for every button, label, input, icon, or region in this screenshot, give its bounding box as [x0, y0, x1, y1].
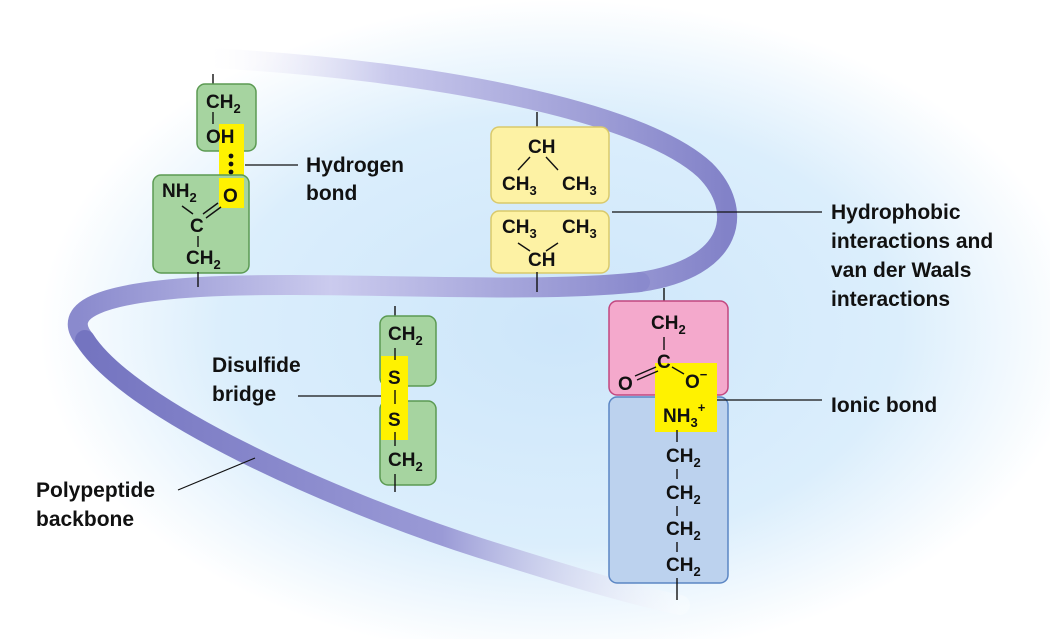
ch3-label: CH3 — [502, 217, 537, 241]
backbone-upper-segment — [200, 48, 738, 292]
ch2-label: CH2 — [388, 450, 423, 474]
sulfur-label: S — [388, 410, 401, 431]
polypeptide-backbone — [67, 48, 738, 615]
ch3-label: CH3 — [562, 174, 597, 198]
ch-label: CH — [528, 137, 555, 158]
ionic-highlight — [655, 363, 717, 432]
ch2-label: CH2 — [388, 324, 423, 348]
oh-label: OH — [206, 127, 235, 148]
oxide-label: O− — [685, 367, 708, 393]
ch3-label: CH3 — [562, 217, 597, 241]
carboxyl-c-label: C — [657, 352, 671, 373]
ch2-label: CH2 — [206, 92, 241, 116]
carbonyl-c-label: C — [190, 216, 204, 237]
o-label: O — [223, 186, 238, 207]
ch2-label: CH2 — [666, 519, 701, 543]
ch2-label: CH2 — [666, 555, 701, 579]
backbone-lower-segment — [75, 330, 690, 615]
hydrogen-bond-dot — [228, 161, 234, 167]
hydrogen-bond-group: CH2 OH O NH2 C CH2 — [152, 74, 257, 287]
hydrophobic-group: CH CH3 CH3 CH3 CH3 CH — [490, 112, 610, 292]
ionic-bond-group: CH2 C O O− NH3+ CH2 CH2 CH2 CH2 — [608, 288, 729, 600]
disulfide-bridge-label: Disulfide bridge — [212, 354, 307, 406]
nh3-label: NH3+ — [663, 400, 706, 430]
o-highlight — [219, 178, 244, 208]
valine-side-chain-box — [490, 126, 610, 204]
ch-label: CH — [528, 250, 555, 271]
hydrophobic-label: Hydrophobic interactions and van der Waa… — [831, 201, 999, 311]
ch2-label: CH2 — [651, 313, 686, 337]
ch3-label: CH3 — [502, 174, 537, 198]
hydrogen-bond-dot — [228, 169, 234, 175]
hydrogen-bond-label: Hydrogen bond — [306, 154, 410, 205]
hydrogen-bond-dot — [228, 153, 234, 159]
sulfur-label: S — [388, 368, 401, 389]
backbone-leader — [177, 457, 256, 491]
ch2-label: CH2 — [666, 446, 701, 470]
polypeptide-backbone-label: Polypeptide backbone — [36, 479, 161, 531]
ch2-label: CH2 — [666, 483, 701, 507]
backbone-middle-segment — [67, 272, 650, 350]
ionic-bond-label: Ionic bond — [831, 394, 937, 417]
leucine-side-chain-box — [490, 210, 610, 274]
disulfide-group: CH2 S S CH2 — [379, 306, 437, 492]
nh2-label: NH2 — [162, 181, 197, 205]
ch2-label: CH2 — [186, 248, 221, 272]
oxygen-label: O — [618, 374, 633, 395]
